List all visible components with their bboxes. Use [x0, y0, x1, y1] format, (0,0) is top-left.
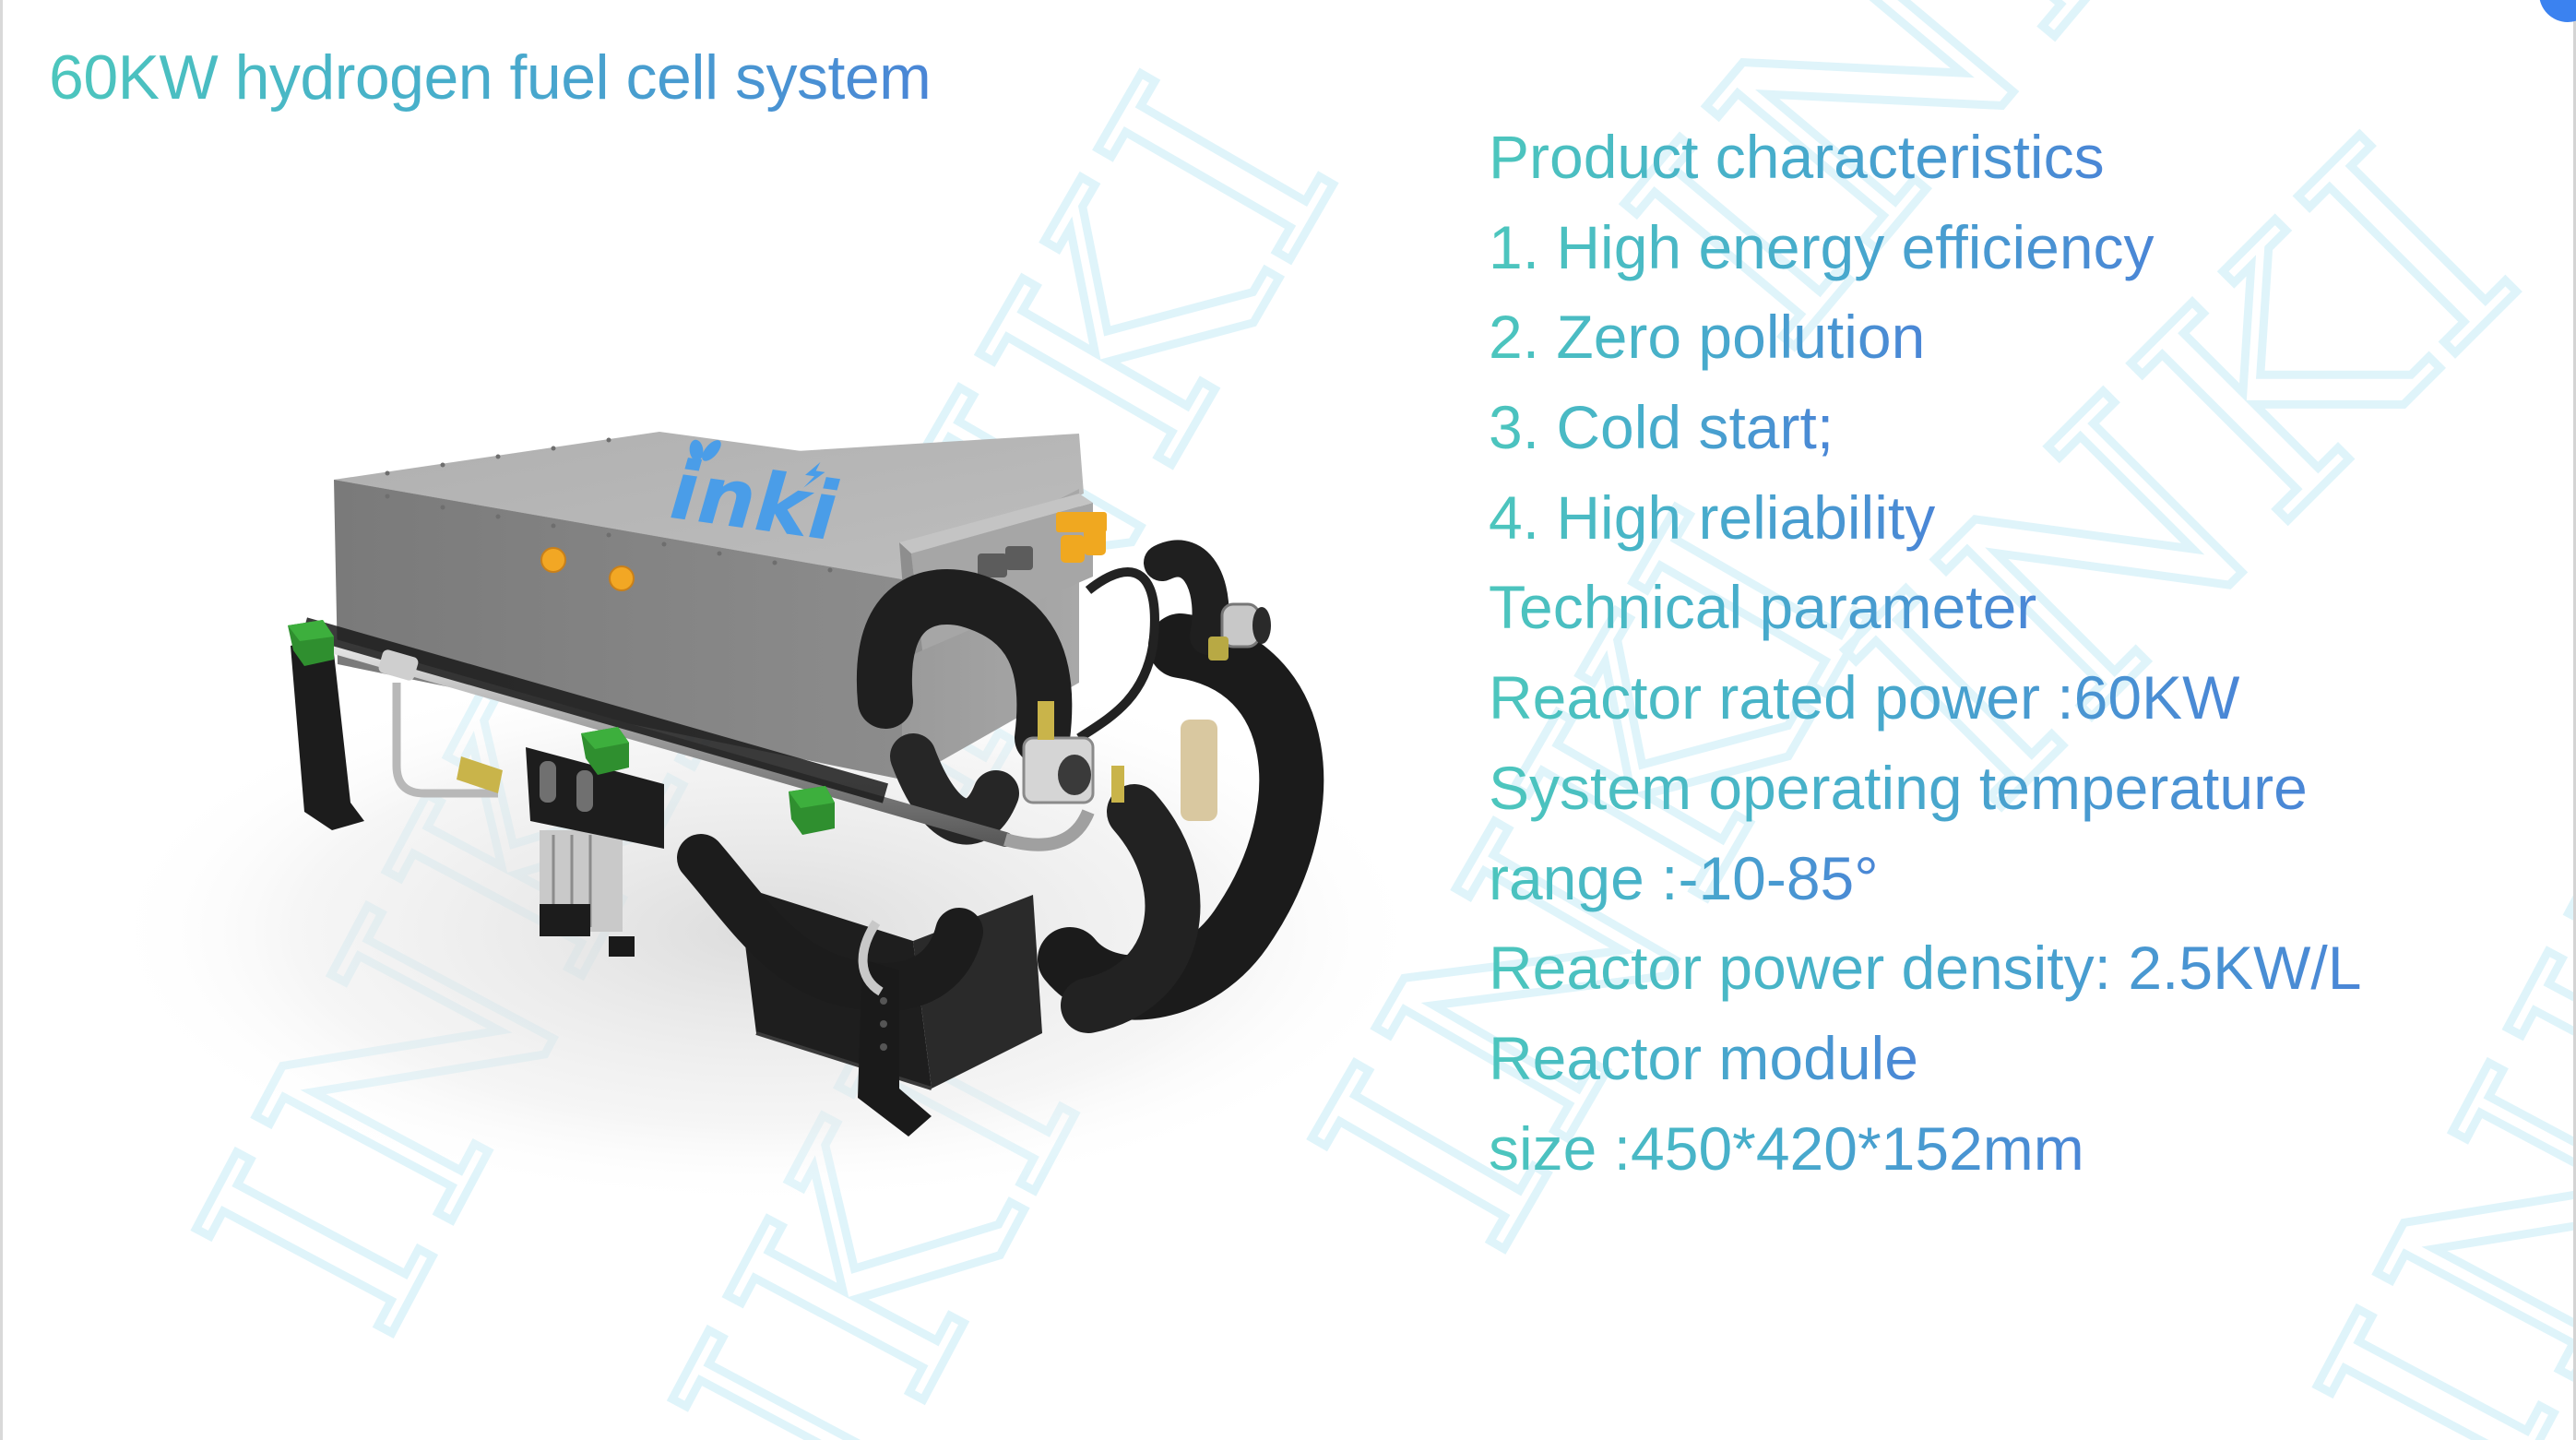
inki-logo: inki	[659, 439, 850, 559]
spec-item: 4. High reliability	[1489, 473, 2361, 564]
left-edge-border	[0, 0, 3, 1440]
spec-item: 3. Cold start;	[1489, 383, 2361, 473]
spec-item: Reactor power density: 2.5KW/L	[1489, 923, 2361, 1014]
spec-item: 2. Zero pollution	[1489, 292, 2361, 383]
spec-item: range :-10-85°	[1489, 834, 2361, 924]
page-title: 60KW hydrogen fuel cell system	[49, 33, 932, 122]
specs-list: Product characteristics 1. High energy e…	[1489, 113, 2361, 1194]
page-title-text: 60KW hydrogen fuel cell system	[49, 33, 932, 122]
svg-text:inki: inki	[659, 444, 850, 559]
right-edge-border	[2573, 17, 2576, 1440]
spec-item: Reactor module	[1489, 1014, 2361, 1104]
spec-heading-characteristics: Product characteristics	[1489, 113, 2361, 203]
spec-heading-technical: Technical parameter	[1489, 563, 2361, 653]
spec-item: size :450*420*152mm	[1489, 1104, 2361, 1195]
spec-item: Reactor rated power :60KW	[1489, 653, 2361, 744]
spec-item: 1. High energy efficiency	[1489, 203, 2361, 293]
spec-item: System operating temperature	[1489, 744, 2361, 834]
